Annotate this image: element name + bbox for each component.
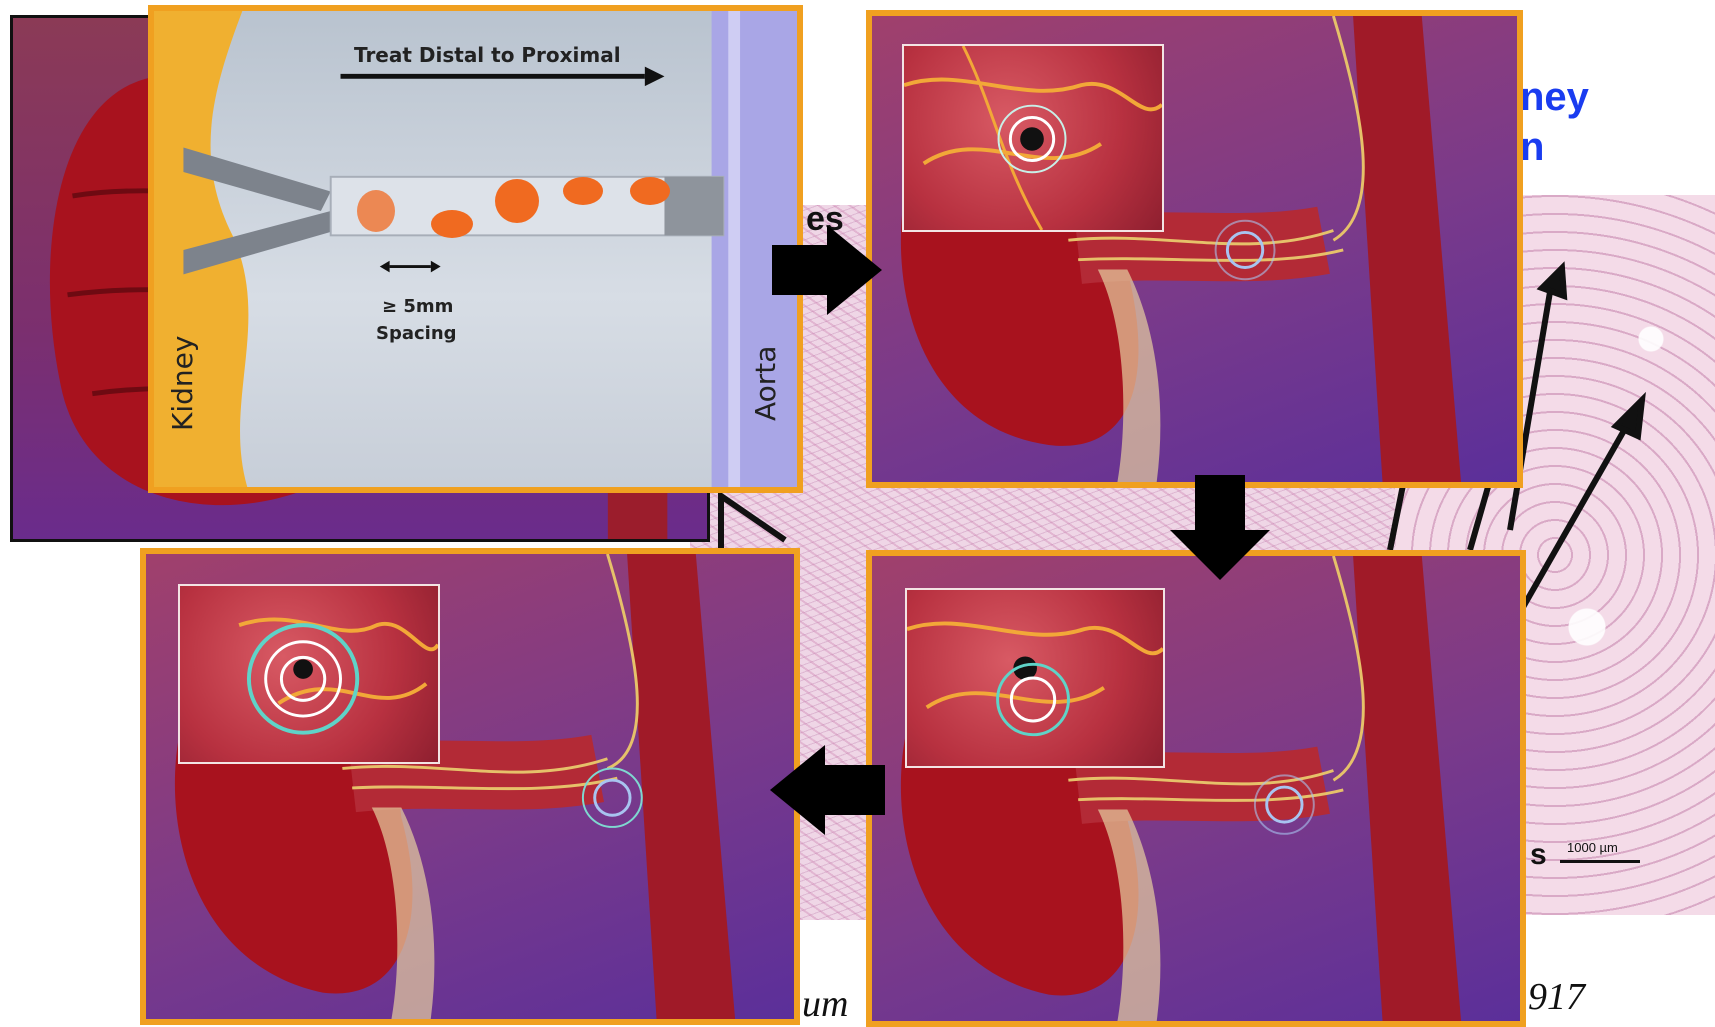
step-2-inset-closeup — [902, 44, 1164, 232]
kidney-label: Kidney — [166, 336, 199, 431]
ablation-spot — [630, 177, 670, 205]
footer-fragment-right: 917 — [1528, 975, 1585, 1019]
footer-fragment-left: um — [802, 982, 848, 1026]
scale-bar — [1560, 860, 1640, 863]
arrow-right-icon — [772, 225, 882, 315]
ablation-spot — [357, 190, 395, 232]
scale-fragment: s — [1530, 838, 1547, 872]
animation-panel-step-3 — [866, 550, 1526, 1027]
ablation-schematic-panel: Treat Distal to Proximal ≥ 5mm Spacing K… — [148, 5, 803, 493]
spacing-label: Spacing — [376, 323, 457, 344]
step-4-inset-closeup — [178, 584, 440, 764]
ablation-spot — [431, 210, 473, 238]
scale-bar-label: 1000 µm — [1567, 840, 1618, 855]
spacing-symbol: ≥ 5mm — [382, 296, 453, 317]
histology-corner-bracket — [715, 490, 795, 550]
animation-panel-step-2 — [866, 10, 1523, 488]
aorta-label: Aorta — [749, 346, 782, 421]
background-heading-fragment-2: n — [1520, 125, 1544, 170]
animation-panel-step-4 — [140, 548, 800, 1025]
ablation-spot — [563, 177, 603, 205]
arrow-down-icon — [1170, 475, 1270, 580]
ablation-spot — [495, 179, 539, 223]
step-3-inset-closeup — [905, 588, 1165, 768]
arrow-left-icon — [770, 745, 885, 835]
direction-label: Treat Distal to Proximal — [354, 43, 621, 67]
background-heading-fragment-1: ney — [1520, 75, 1589, 120]
